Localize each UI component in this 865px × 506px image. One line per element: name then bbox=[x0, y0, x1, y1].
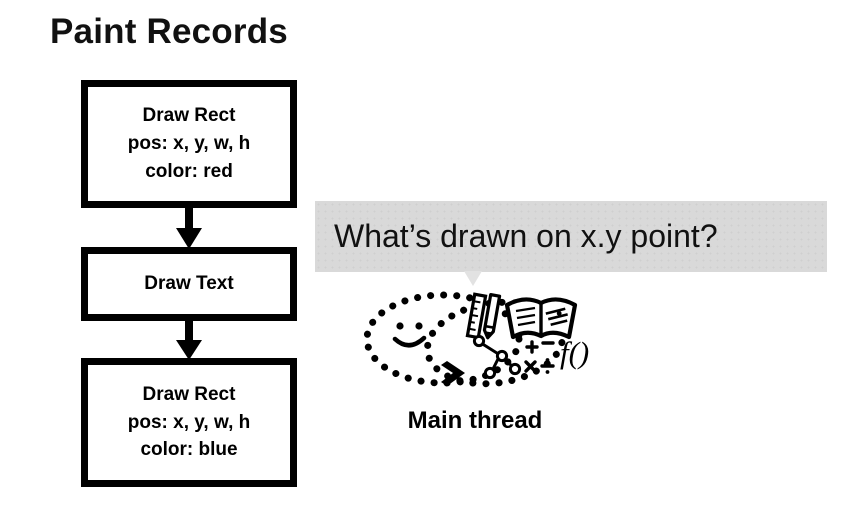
paint-record-box-draw-rect-blue: Draw Rect pos: x, y, w, h color: blue bbox=[81, 358, 297, 487]
paint-record-box-draw-text: Draw Text bbox=[81, 247, 297, 321]
paint-record-line: color: red bbox=[145, 160, 233, 182]
chevron-arrow-icon bbox=[441, 361, 465, 386]
smiley-face-icon bbox=[392, 322, 427, 348]
function-notation-label: f() bbox=[560, 335, 589, 370]
paint-record-line: pos: x, y, w, h bbox=[127, 133, 251, 155]
ruler-icon bbox=[465, 292, 488, 340]
paint-record-line: Draw Rect bbox=[142, 105, 236, 127]
main-thread-caption: Main thread bbox=[407, 407, 543, 434]
math-symbols-icon bbox=[524, 340, 555, 373]
speech-bubble-tail-icon bbox=[464, 271, 482, 286]
paint-record-line: Draw Rect bbox=[142, 383, 236, 405]
pencil-icon bbox=[482, 293, 502, 340]
flow-arrow-rect-to-text bbox=[175, 207, 203, 249]
page-title: Paint Records bbox=[50, 12, 288, 51]
paint-record-line: Draw Text bbox=[144, 273, 234, 295]
speech-bubble-text: What’s drawn on x.y point? bbox=[334, 217, 718, 254]
paint-record-line: color: blue bbox=[140, 439, 238, 461]
flow-arrow-text-to-rect bbox=[175, 320, 203, 360]
speech-bubble: What’s drawn on x.y point? bbox=[315, 201, 827, 272]
node-tree-icon bbox=[472, 334, 522, 380]
open-book-icon bbox=[504, 297, 578, 340]
paint-record-line: pos: x, y, w, h bbox=[127, 411, 251, 433]
main-thread-doodle: f() bbox=[355, 281, 595, 401]
paint-record-box-draw-rect-red: Draw Rect pos: x, y, w, h color: red bbox=[81, 80, 297, 208]
math-divide-dots-icon bbox=[545, 358, 550, 374]
